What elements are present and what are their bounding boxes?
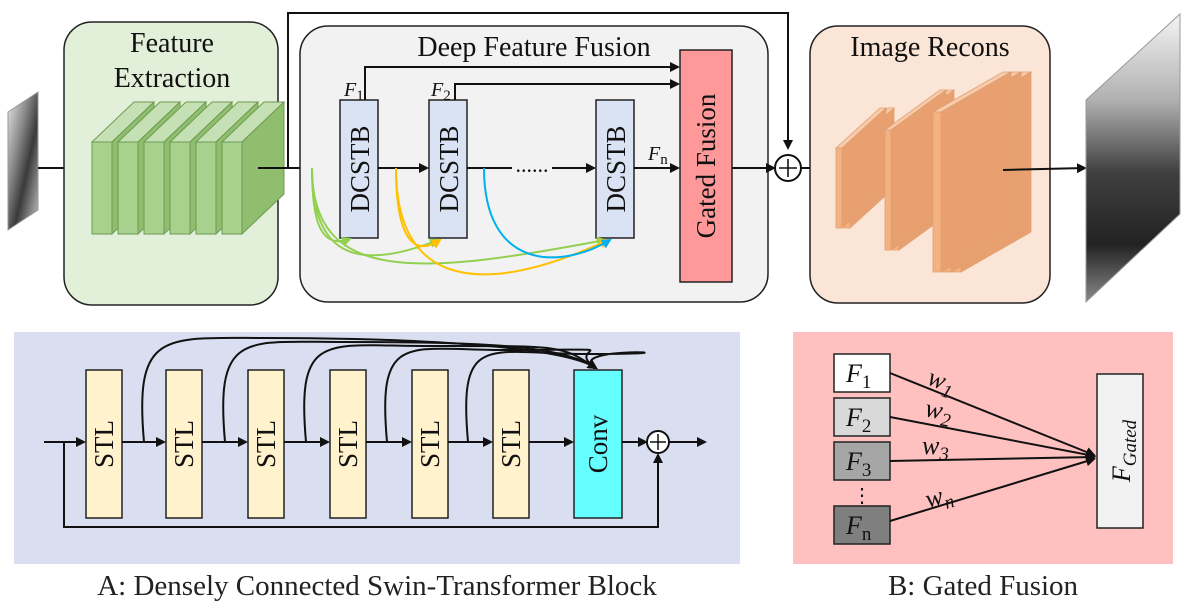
fe-slab-front [143, 141, 165, 235]
dense-green-3 [311, 167, 607, 265]
conv-block [573, 369, 623, 519]
panel-b-f2-box [833, 397, 891, 437]
panel-b-w1-arrow [889, 372, 1096, 457]
dcstb-block-n [595, 99, 635, 239]
recons-slab-front [884, 129, 892, 251]
caption-panel-a: A: Densely Connected Swin-Transformer Bl… [97, 570, 657, 602]
stl-label-4: STL [333, 420, 363, 468]
deep-feature-fusion-title: Deep Feature Fusion [417, 32, 650, 63]
panel-b-f2-label: F2 [845, 403, 871, 437]
feature-extraction-stack [90, 100, 286, 236]
stl-blocks: STL STL STL STL STL STL [85, 369, 530, 519]
panel-b-w2-arrow [889, 416, 1096, 460]
panel-a-dense-arc-3 [303, 344, 598, 443]
fe-slab-front [195, 141, 217, 235]
panel-b-fgated-label: FGated [1107, 419, 1141, 483]
panel-b-fn-box [833, 505, 891, 545]
panel-a-residual [63, 442, 663, 528]
panel-b-f3-label: F3 [845, 447, 871, 481]
dcstb-label-1: DCSTB [345, 125, 375, 212]
fe-slab-front [221, 141, 243, 235]
image-recons-title: Image Recons [850, 32, 1009, 63]
chain-dots: ...... [516, 152, 549, 177]
output-arrow [1002, 163, 1087, 174]
recons-slab-front [932, 111, 942, 273]
stl-block-2 [165, 369, 203, 519]
panel-b-w2-label: w2 [922, 393, 955, 432]
stl-block-4 [329, 369, 367, 519]
panel-b-f1-label: F1 [845, 359, 871, 393]
f2-label: F2 [430, 79, 451, 104]
fn-label: Fn [647, 143, 668, 168]
panel-b-fn-label: Fn [845, 511, 872, 545]
dcstb-label-n: DCSTB [601, 125, 631, 212]
panel-a-dense-connections [141, 336, 646, 443]
global-skip-connection [287, 12, 793, 168]
stl-block-5 [411, 369, 449, 519]
panel-b-wn-arrow [889, 456, 1096, 522]
dense-blue-1 [483, 167, 612, 259]
fe-slab-front [169, 141, 191, 235]
input-image [7, 91, 39, 231]
panel-a-dense-arc-5 [465, 350, 646, 443]
gated-fusion-block [679, 49, 733, 283]
panel-b-fgated-box [1096, 373, 1144, 529]
stl-label-2: STL [169, 420, 199, 468]
recons-slab-front [835, 147, 843, 229]
fe-slab-front [117, 141, 139, 235]
panel-b-w3-label: w3 [922, 431, 949, 465]
panel-a-background [14, 332, 740, 564]
panel-b-vdots: ⋮ [852, 485, 872, 507]
fe-slab-front [91, 141, 113, 235]
f1-label: F1 [343, 79, 364, 104]
panel-b-w3-arrow [889, 452, 1096, 463]
panel-b-f3-box [833, 441, 891, 481]
feature-extraction-title-2: Extraction [114, 63, 231, 94]
gated-fusion-label: Gated Fusion [691, 93, 721, 238]
stl-label-5: STL [415, 420, 445, 468]
f1-to-gated-arrow [364, 62, 680, 100]
caption-panel-b: B: Gated Fusion [887, 570, 1079, 602]
stl-block-1 [85, 369, 123, 519]
stl-block-6 [492, 369, 530, 519]
stl-label-6: STL [496, 420, 526, 468]
image-recons-stack [834, 71, 1033, 273]
f2-to-gated-arrow [454, 79, 680, 100]
dcstb-block-1 [339, 99, 379, 239]
stl-block-3 [247, 369, 285, 519]
stl-label-1: STL [89, 420, 119, 468]
stl-label-3: STL [251, 420, 281, 468]
conv-label: Conv [583, 414, 613, 473]
output-image [1085, 12, 1181, 304]
dcstb-label-2: DCSTB [434, 125, 464, 212]
feature-extraction-title-1: Feature [130, 28, 214, 59]
